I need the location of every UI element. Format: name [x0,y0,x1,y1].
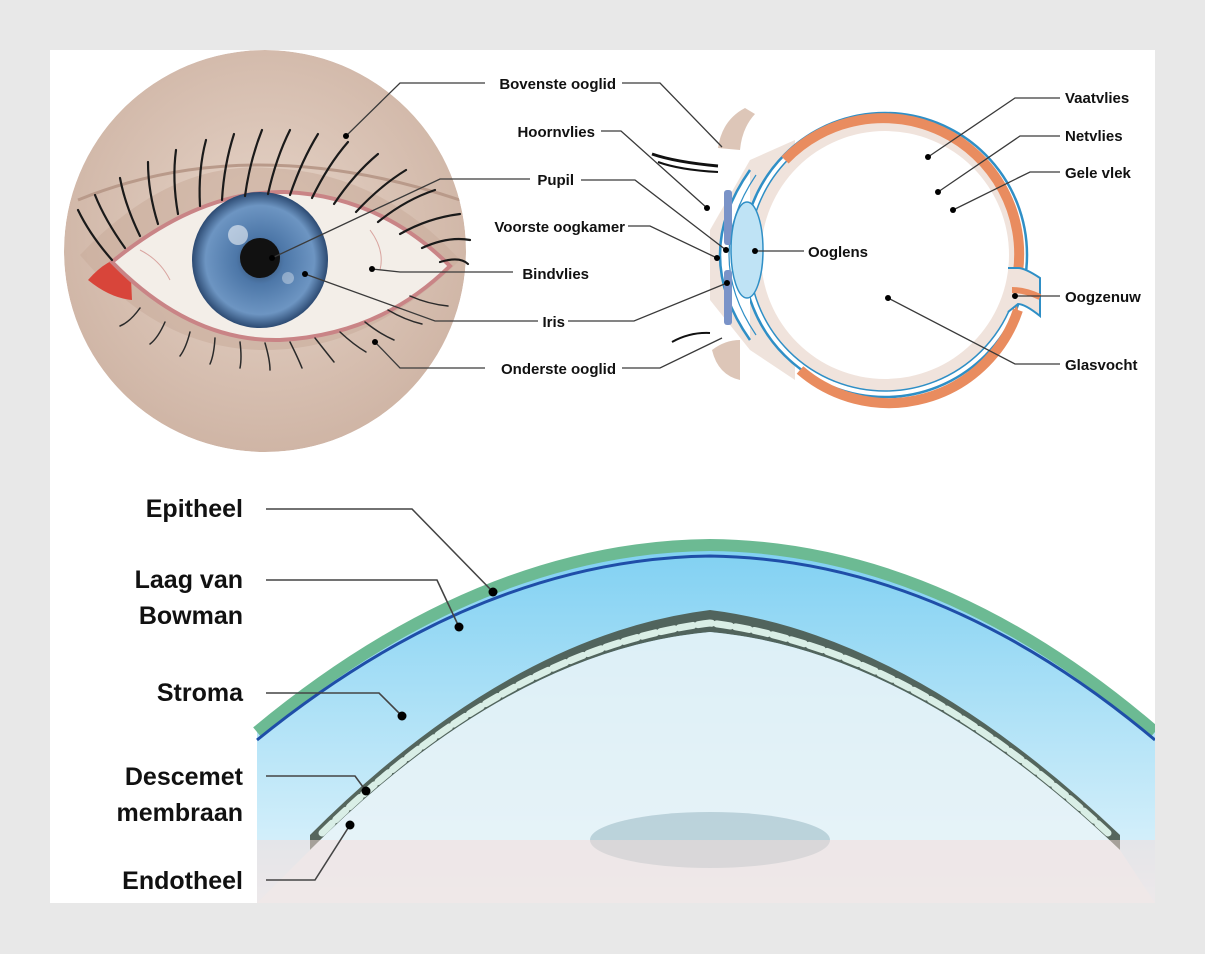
label-stroma: Stroma [157,679,244,707]
label-pupil: Pupil [537,172,574,189]
upper-lid-section [718,108,755,150]
lower-lid-section [712,340,740,380]
label-descemet-line1: Descemet [125,763,244,791]
label-vitreous: Glasvocht [1065,357,1138,374]
label-choroid: Vaatvlies [1065,90,1129,107]
external-eye-illustration [64,50,472,452]
epithelium-layer [253,538,1155,737]
cornea-layers-illustration [253,538,1155,903]
label-cornea: Hoornvlies [517,124,595,141]
label-iris: Iris [542,314,565,331]
retina-layer-upper [781,113,1025,273]
eye-cross-section [651,108,1042,409]
labels: Bovenste ooglid Pupil Bindvlies Iris Ond… [117,76,1142,895]
label-endothelium: Endotheel [122,867,243,895]
label-bowman-line1: Laag van [135,566,243,594]
label-lower-eyelid: Onderste ooglid [501,361,616,378]
label-upper-eyelid: Bovenste ooglid [499,76,616,93]
lens [730,201,764,299]
label-retina: Netvlies [1065,128,1123,145]
iris-section-lower [724,270,732,325]
leader-lines [266,82,1060,881]
pupil [240,238,280,278]
label-epithelium: Epitheel [146,495,243,523]
eye-anatomy-diagram: Bovenste ooglid Pupil Bindvlies Iris Ond… [64,50,1155,903]
lower-eyelashes [119,295,449,371]
label-descemet-line2: membraan [117,799,243,827]
eye-anatomy-figure: Bovenste ooglid Pupil Bindvlies Iris Ond… [50,50,1155,903]
label-lens: Ooglens [808,244,868,261]
label-macula: Gele vlek [1065,165,1132,182]
label-conjunctiva: Bindvlies [522,266,589,283]
label-anterior-chamber: Voorste oogkamer [494,219,625,236]
upper-eyelashes [76,128,472,266]
iris-section-upper [724,190,732,245]
label-bowman-line2: Bowman [139,602,243,630]
retina-layer-lower [796,308,1023,409]
endothelium-cells [318,619,1112,837]
label-optic-nerve: Oogzenuw [1065,289,1141,306]
bowman-layer [256,554,1155,742]
